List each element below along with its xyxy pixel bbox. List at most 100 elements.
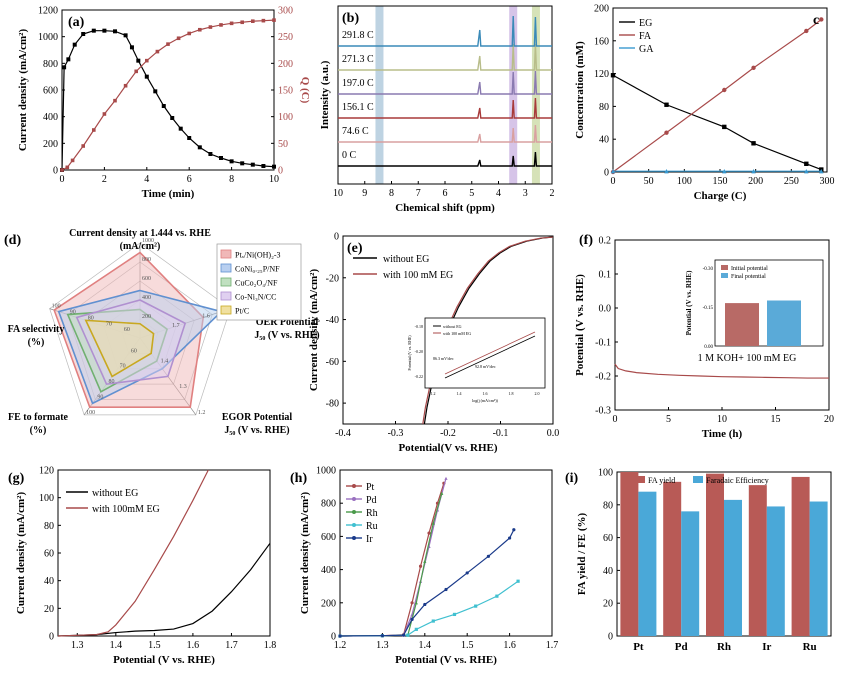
panel-label: (e) xyxy=(347,241,363,256)
data-point xyxy=(495,594,499,598)
data-point xyxy=(380,634,384,638)
x-tick-label: 10 xyxy=(333,188,343,199)
data-point xyxy=(804,161,809,166)
radar-tick: 1000 xyxy=(142,238,154,244)
y-tick-label: 120 xyxy=(594,69,609,80)
y-tick-label: 200 xyxy=(594,4,609,15)
x-tick-label: 1.3 xyxy=(376,640,389,651)
radar-tick: 80 xyxy=(88,315,94,321)
panel-label: (h) xyxy=(290,471,307,486)
data-point xyxy=(123,33,128,38)
spectrum-trace xyxy=(338,97,552,119)
radar-tick: 1.2 xyxy=(198,410,206,416)
data-point xyxy=(410,617,414,621)
radar-tick: 800 xyxy=(142,257,151,263)
legend-swatch xyxy=(220,277,232,287)
x-tick-label: Rh xyxy=(717,641,731,653)
y-axis-label: Current density (mA/cm²) xyxy=(299,492,311,615)
plot-frame xyxy=(61,9,275,171)
bar xyxy=(809,501,828,636)
data-point xyxy=(751,141,756,146)
data-point xyxy=(166,42,170,46)
data-point xyxy=(414,601,418,605)
data-point xyxy=(208,25,213,29)
highlight-band xyxy=(509,6,518,184)
x-tick-label: 1.6 xyxy=(187,640,200,651)
radar-grid xyxy=(49,242,231,416)
y-tick-label: 120 xyxy=(39,466,54,477)
legend-label: Pt xyxy=(366,482,375,493)
series-line xyxy=(57,469,209,637)
legend-swatch xyxy=(220,291,232,301)
radar-tick: 100 xyxy=(52,304,61,310)
spectrum-trace xyxy=(338,151,552,167)
trace-label: 291.8 C xyxy=(342,30,374,41)
series-line xyxy=(612,19,822,173)
y-tick-label: 600 xyxy=(43,86,58,97)
data-point xyxy=(751,168,756,174)
data-point xyxy=(427,531,431,535)
radar-axis-label: (mA/cm²) xyxy=(120,241,161,252)
legend-marker xyxy=(352,484,356,488)
data-point xyxy=(229,159,234,164)
data-point xyxy=(751,65,756,71)
x-tick-label: 6 xyxy=(443,188,448,199)
y-tick-label: 0 xyxy=(53,166,58,177)
bar xyxy=(663,481,682,636)
legend-marker xyxy=(352,510,356,514)
data-point xyxy=(722,168,727,174)
data-point xyxy=(410,601,414,605)
data-point xyxy=(486,554,490,558)
data-point xyxy=(129,45,134,50)
data-point xyxy=(516,579,520,583)
x-axis-label: Potential (V vs. RHE) xyxy=(113,654,215,666)
y2-axis-label: Q (C) xyxy=(299,77,311,104)
x-tick-label: 10 xyxy=(269,174,279,185)
y2-tick-label: 50 xyxy=(278,139,288,150)
highlight-band xyxy=(375,6,384,184)
legend-label: Rh xyxy=(366,508,378,519)
inset-y-tick: -0.30 xyxy=(703,267,714,272)
data-point xyxy=(161,104,166,108)
panel-label: (d) xyxy=(4,233,21,248)
x-tick-label: 150 xyxy=(713,176,728,187)
x-tick-label: 250 xyxy=(784,176,799,187)
data-point xyxy=(229,21,234,26)
y-tick-label: 0.2 xyxy=(599,236,612,247)
y-tick-label: 0 xyxy=(608,632,613,643)
spectrum-trace xyxy=(338,124,552,143)
data-point xyxy=(431,619,435,623)
x-tick-label: 1.4 xyxy=(110,640,123,651)
x-tick-label: 1.5 xyxy=(148,640,161,651)
legend-label: Ptₓ/Ni(OH)₂-3 xyxy=(235,251,281,260)
data-point xyxy=(91,28,96,33)
x-tick-label: 6 xyxy=(187,174,192,185)
y2-tick-label: 250 xyxy=(278,32,293,43)
radar-series xyxy=(84,319,155,378)
y-tick-label: 1000 xyxy=(38,32,58,43)
y-tick-label: -0.3 xyxy=(595,406,611,417)
radar-tick: 80 xyxy=(108,379,114,385)
series-line xyxy=(61,30,275,171)
data-point xyxy=(819,17,824,22)
data-point xyxy=(66,57,71,62)
y-tick-label: -40 xyxy=(326,315,339,326)
data-point xyxy=(134,69,138,74)
y-tick-label: 20 xyxy=(44,604,54,615)
inset-y-label: Potential (V vs. RHE) xyxy=(685,270,693,335)
x-tick-label: 1.7 xyxy=(546,640,559,651)
y2-tick-label: 200 xyxy=(278,59,293,70)
x-tick-label: Ru xyxy=(803,641,817,653)
legend-label: Ru xyxy=(366,521,378,532)
radar-axis-label: EGOR Potential xyxy=(222,412,292,423)
spectrum-trace xyxy=(338,15,552,47)
y-tick-label: 0.0 xyxy=(599,304,612,315)
inset-bar xyxy=(767,300,801,346)
radar-tick: 1.3 xyxy=(179,384,187,390)
data-point xyxy=(208,152,213,156)
y-tick-label: 400 xyxy=(43,112,58,123)
data-point xyxy=(102,28,107,33)
panel-label: (a) xyxy=(68,15,85,30)
